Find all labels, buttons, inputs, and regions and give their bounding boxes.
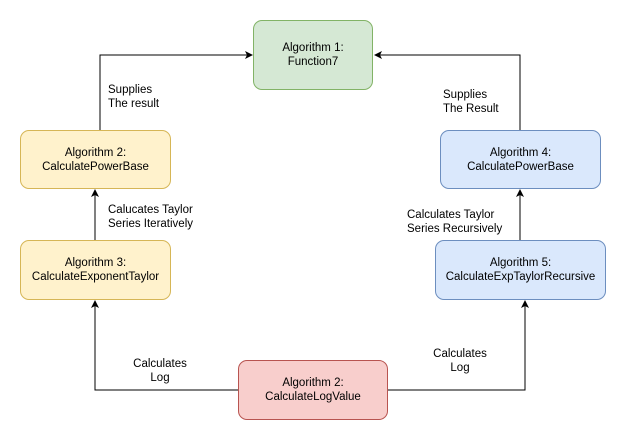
edge-label-supplies-right-line2: The Result [443,103,499,115]
edge-log-value-to-exponent-taylor [91,300,238,391]
node-power-base-left-line1: Algorithm 2: [64,146,127,159]
edge-label-recursive-line2: Series Recursively [407,223,503,235]
edge-log-value-to-exp-taylor-recursive [388,300,529,391]
edge-power-base-left-to-function7 [99,51,253,130]
edge-label-log-right-line2: Log [450,362,470,374]
node-log-value[interactable]: Algorithm 2: CalculateLogValue [238,360,388,420]
node-exponent-taylor[interactable]: Algorithm 3: CalculateExponentTaylor [20,240,171,300]
edge-label-log-left: Calculates Log [130,357,190,385]
edge-label-iterative: Calucates Taylor Series Iteratively [108,203,193,231]
node-exp-taylor-recursive-line2: CalculateExpTaylorRecursive [445,271,596,283]
node-function7-line2: Function7 [287,56,339,68]
node-exponent-taylor-line1: Algorithm 3: [64,257,127,269]
node-exp-taylor-recursive-line1: Algorithm 5: [489,257,552,269]
edge-label-log-right-line1: Calculates [433,348,487,360]
node-log-value-line2: CalculateLogValue [265,391,361,403]
edge-label-supplies-left-line2: The result [108,98,160,110]
node-power-base-left-line2: CalculatePowerBase [42,160,149,173]
edge-label-supplies-right-line1: Supplies [443,89,488,101]
edge-label-supplies-right: Supplies The Result [443,88,499,116]
node-function7[interactable]: Algorithm 1: Function7 [253,20,373,90]
edge-label-iterative-line1: Calucates Taylor [108,204,193,216]
node-power-base-right-line1: Algorithm 4: [489,146,552,159]
edge-label-log-right: Calculates Log [430,347,490,375]
node-power-base-left[interactable]: Algorithm 2: CalculatePowerBase [20,130,171,189]
edge-label-recursive: Calculates Taylor Series Recursively [407,208,502,236]
edge-label-supplies-left: Supplies The result [108,83,159,111]
node-function7-line1: Algorithm 1: [282,42,344,54]
edge-label-recursive-line1: Calculates Taylor [407,209,495,221]
edge-label-supplies-left-line1: Supplies [108,84,153,96]
edge-label-log-left-line2: Log [150,372,170,384]
edge-label-iterative-line2: Series Iteratively [108,218,194,230]
node-power-base-right-line2: CalculatePowerBase [467,160,574,173]
edge-power-base-right-to-function7 [374,51,521,130]
node-exp-taylor-recursive[interactable]: Algorithm 5: CalculateExpTaylorRecursive [435,240,606,300]
node-exponent-taylor-line2: CalculateExponentTaylor [31,271,160,283]
node-power-base-right[interactable]: Algorithm 4: CalculatePowerBase [440,130,601,189]
node-log-value-line1: Algorithm 2: [282,377,344,389]
edge-label-log-left-line1: Calculates [133,358,187,370]
